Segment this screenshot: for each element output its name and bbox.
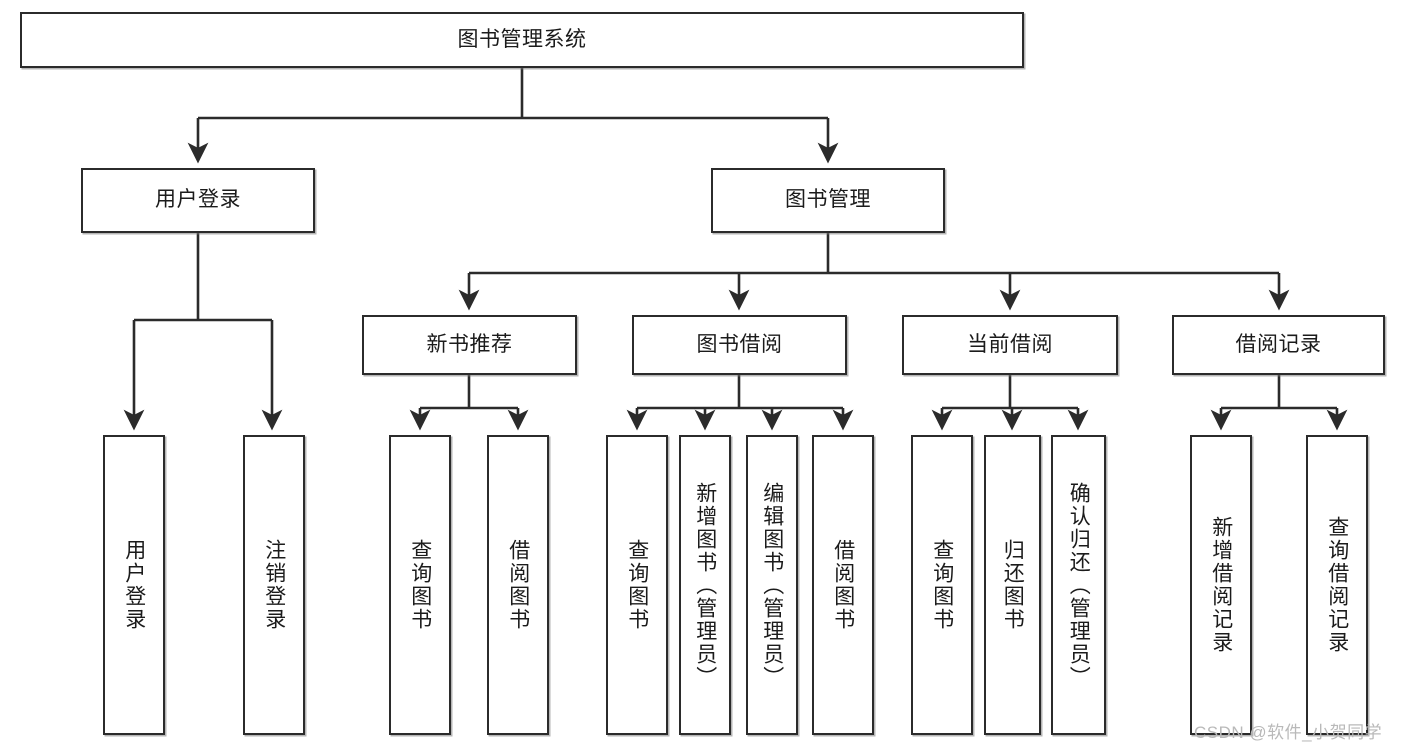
node-label: 用户登录 [122,539,146,631]
node-label: 用户登录 [155,188,241,212]
node-label: 查询图书 [625,539,649,631]
node-leaf-query-book-2[interactable]: 查询图书 [606,435,668,735]
node-leaf-query-record[interactable]: 查询借阅记录 [1306,435,1368,735]
node-user-login[interactable]: 用户登录 [81,168,315,233]
node-label: 注销登录 [262,539,286,631]
node-borrow-record[interactable]: 借阅记录 [1172,315,1385,375]
node-label: 当前借阅 [967,332,1053,356]
node-label: 借阅图书 [506,539,530,631]
node-label: 借阅记录 [1235,332,1322,356]
node-leaf-borrow-book-2[interactable]: 借阅图书 [812,435,874,735]
node-leaf-add-book[interactable]: 新增图书（管理员） [679,435,731,735]
node-current-borrow[interactable]: 当前借阅 [902,315,1118,375]
node-label: 查询借阅记录 [1325,516,1349,654]
node-label: 新增借阅记录 [1209,516,1233,654]
node-label: 图书管理系统 [457,27,587,51]
node-label: 新增图书（管理员） [693,481,717,689]
node-label: 查询图书 [930,539,954,631]
node-label: 确认归还（管理员） [1067,481,1091,689]
node-label: 归还图书 [1001,539,1025,631]
node-label: 查询图书 [408,539,432,631]
node-new-book-recommend[interactable]: 新书推荐 [362,315,577,375]
node-book-manage[interactable]: 图书管理 [711,168,945,233]
node-leaf-confirm-return[interactable]: 确认归还（管理员） [1051,435,1106,735]
node-label: 图书管理 [785,188,871,212]
node-label: 新书推荐 [426,332,513,356]
node-leaf-return-book[interactable]: 归还图书 [984,435,1041,735]
node-label: 图书借阅 [696,332,783,356]
node-root-system[interactable]: 图书管理系统 [20,12,1024,68]
node-label: 借阅图书 [831,539,855,631]
node-leaf-edit-book[interactable]: 编辑图书（管理员） [746,435,798,735]
node-leaf-add-record[interactable]: 新增借阅记录 [1190,435,1252,735]
node-leaf-query-book-1[interactable]: 查询图书 [389,435,451,735]
node-leaf-logout[interactable]: 注销登录 [243,435,305,735]
csdn-watermark: CSDN @软件_小贺同学 [1194,723,1383,742]
node-leaf-user-login[interactable]: 用户登录 [103,435,165,735]
node-book-borrow[interactable]: 图书借阅 [632,315,847,375]
node-leaf-query-book-3[interactable]: 查询图书 [911,435,973,735]
node-label: 编辑图书（管理员） [760,481,784,689]
node-leaf-borrow-book-1[interactable]: 借阅图书 [487,435,549,735]
